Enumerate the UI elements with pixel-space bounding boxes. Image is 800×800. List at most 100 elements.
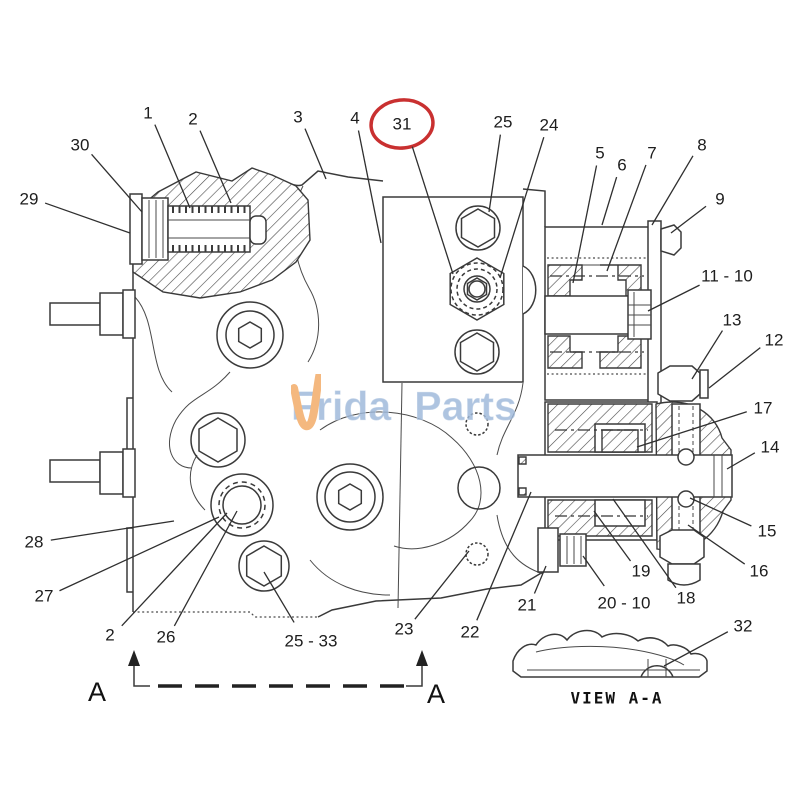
callout-label-3: 3 (293, 108, 302, 127)
callout-label-23: 23 (395, 620, 414, 639)
callout-label-18: 18 (677, 589, 696, 608)
callout-label-20-10: 20 - 10 (598, 594, 651, 613)
bolt-13-head (658, 366, 700, 401)
pump-body (127, 171, 545, 617)
callout-label-4: 4 (350, 109, 359, 128)
socket-screw-top (217, 302, 283, 368)
leader-line-24 (500, 137, 544, 278)
detent-ball-upper (678, 449, 694, 465)
leader-line-23 (415, 551, 469, 619)
callout-label-28: 28 (25, 533, 44, 552)
callout-label-29: 29 (20, 190, 39, 209)
callout-label-30: 30 (71, 136, 90, 155)
section-arrow-left (128, 650, 140, 666)
callout-label-19: 19 (632, 562, 651, 581)
hex-nut-upper (191, 413, 245, 467)
callout-label-11-10: 11 - 10 (701, 267, 753, 286)
callout-label-25: 25 (494, 113, 513, 132)
section-line-a-a (128, 650, 428, 686)
callout-label-32: 32 (734, 617, 753, 636)
leader-line-29 (45, 203, 130, 233)
callout-label-5: 5 (595, 144, 604, 163)
leader-line-6 (602, 177, 617, 225)
leader-line-2 (200, 131, 231, 203)
callout-label-15: 15 (758, 522, 777, 541)
leader-line-13 (692, 331, 722, 379)
leader-line-22 (477, 492, 531, 620)
leader-line-7 (607, 165, 646, 271)
bottom-cap (668, 564, 700, 585)
callout-label-6: 6 (617, 156, 626, 175)
section-letter-left: A (88, 677, 106, 707)
watermark-back-text: Parts (414, 383, 518, 430)
leader-line-21 (534, 566, 546, 594)
leader-line-11-10 (648, 285, 700, 311)
cover-plate (383, 197, 536, 382)
section-arrow-right (416, 650, 428, 666)
callout-label-25-33: 25 - 33 (285, 632, 338, 651)
plug-cap (142, 198, 168, 260)
upper-shaft (545, 296, 632, 334)
plate-hex-plug-bottom (455, 330, 499, 374)
leader-line-31 (412, 147, 453, 274)
watermark-swoosh-icon (387, 374, 417, 436)
leader-line-8 (652, 156, 693, 225)
nut-20-10 (560, 534, 586, 566)
leader-line-19 (594, 511, 631, 561)
relief-valve-31 (450, 258, 504, 320)
leader-line-26 (174, 511, 237, 626)
view-aa-caption: VIEW A-A (570, 689, 663, 708)
leader-line-32 (664, 632, 728, 666)
left-boss-and-plug (130, 168, 310, 298)
bottom-hex-nut (660, 530, 704, 564)
bore-with-oring (211, 474, 273, 536)
detent-ball-lower (678, 491, 694, 507)
leader-line-18 (613, 499, 676, 588)
small-port-bottom (466, 543, 488, 565)
leader-line-4 (358, 130, 381, 243)
callout-label-12: 12 (765, 331, 784, 350)
shaft-seal-bottom (519, 488, 526, 495)
leader-line-12 (709, 348, 760, 388)
leader-line-15 (690, 498, 751, 526)
lower-drive-group (518, 366, 732, 585)
round-port (458, 467, 500, 509)
callout-label-17: 17 (754, 399, 773, 418)
leader-line-17 (637, 412, 747, 447)
upper-bearing-housing (545, 221, 681, 406)
output-shaft (518, 455, 732, 497)
section-letter-right: A (427, 679, 445, 709)
leader-line-5 (573, 165, 597, 283)
callout-label-2: 2 (188, 110, 197, 129)
callout-label-27: 27 (35, 587, 54, 606)
callout-label-1: 1 (143, 104, 152, 123)
leader-line-20-10 (583, 556, 604, 586)
plate-side-bulge (523, 266, 536, 314)
view-aa-part (513, 631, 707, 677)
hex-nut-lower (239, 541, 289, 591)
plate-hex-plug-top (456, 206, 500, 250)
highlight-ellipse (369, 97, 436, 151)
leader-line-25-33 (264, 572, 294, 622)
callout-label-22: 22 (461, 623, 480, 642)
callout-label-8: 8 (697, 136, 706, 155)
callout-label-9: 9 (715, 190, 724, 209)
leader-line-16 (688, 525, 745, 564)
aux-texts-layer: A A VIEW A-A (88, 677, 663, 709)
callout-label-7: 7 (647, 144, 656, 163)
stub-pipe-lower (50, 449, 135, 497)
leader-line-14 (727, 453, 755, 469)
leader-line-27 (59, 517, 219, 591)
callout-label-16: 16 (750, 562, 769, 581)
small-port-top (466, 413, 488, 435)
leader-line-1 (155, 125, 190, 208)
leader-line-3 (305, 129, 326, 179)
washer-12 (700, 370, 708, 398)
plug-nose (250, 216, 266, 244)
callout-label-13: 13 (723, 311, 742, 330)
leader-line-28 (51, 521, 174, 540)
callout-label-14: 14 (761, 438, 780, 457)
callout-label-21: 21 (518, 596, 537, 615)
